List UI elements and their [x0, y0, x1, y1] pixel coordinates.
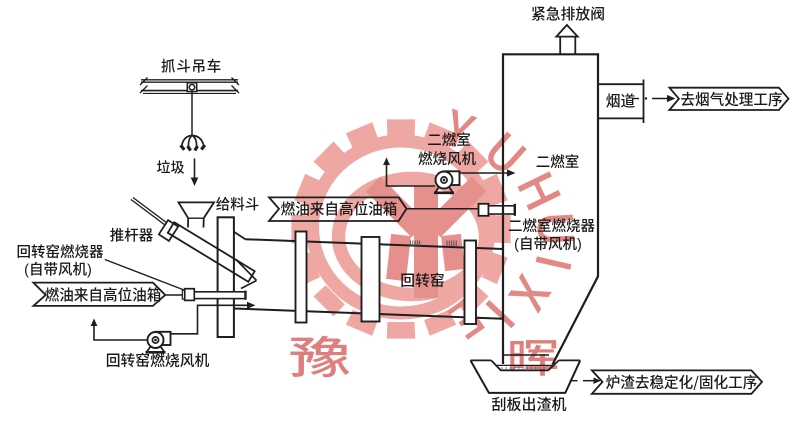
- svg-text:燃烧风机: 燃烧风机: [418, 148, 476, 169]
- svg-text:去烟气处理工序: 去烟气处理工序: [680, 88, 782, 109]
- svg-text:(自带风机): (自带风机): [514, 233, 582, 254]
- svg-text:燃油来自高位油箱: 燃油来自高位油箱: [45, 284, 162, 305]
- svg-text:豫: 豫: [289, 322, 351, 386]
- svg-text:U: U: [523, 209, 595, 248]
- svg-text:二燃室: 二燃室: [427, 129, 471, 150]
- svg-text:燃油来自高位油箱: 燃油来自高位油箱: [281, 198, 398, 219]
- svg-text:回转窑: 回转窑: [400, 270, 444, 291]
- svg-text:给料斗: 给料斗: [216, 193, 260, 214]
- svg-text:回转窑燃烧风机: 回转窑燃烧风机: [106, 349, 210, 370]
- svg-text:二燃室: 二燃室: [536, 151, 580, 172]
- svg-text:二燃室燃烧器: 二燃室燃烧器: [508, 215, 595, 236]
- svg-text:回转窑燃烧器: 回转窑燃烧器: [17, 241, 104, 262]
- svg-text:(自带风机): (自带风机): [24, 259, 92, 280]
- svg-text:垃圾: 垃圾: [157, 158, 185, 178]
- svg-text:推杆器: 推杆器: [110, 225, 154, 246]
- svg-text:刮板出渣机: 刮板出渣机: [491, 394, 566, 415]
- svg-text:抓斗吊车: 抓斗吊车: [161, 56, 222, 77]
- svg-text:炉渣去稳定化/固化工序: 炉渣去稳定化/固化工序: [606, 372, 758, 393]
- svg-text:紧急排放阀: 紧急排放阀: [531, 3, 605, 24]
- svg-text:烟道: 烟道: [606, 90, 636, 111]
